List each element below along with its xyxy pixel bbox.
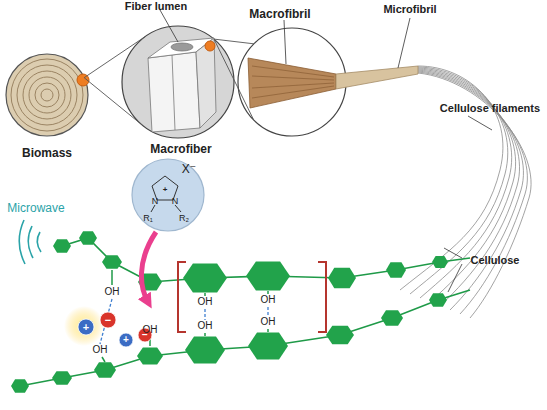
glucose-ring	[381, 310, 403, 325]
leader-line	[444, 248, 462, 258]
hydroxyl-group: OH	[261, 317, 276, 327]
hydrogen-bond	[267, 307, 268, 316]
charge-sign: +	[123, 335, 129, 345]
node-outline	[121, 25, 235, 139]
zoom-line	[84, 78, 143, 126]
leader-line	[398, 18, 410, 68]
glucose-ring	[328, 268, 356, 288]
glucose-ring	[53, 239, 71, 253]
hydroxyl-group: OH	[198, 297, 213, 307]
biomass-circle: Biomass	[5, 53, 89, 137]
node-outline	[5, 53, 89, 137]
part-label: Cellulose	[471, 255, 520, 266]
attack-arrow	[141, 232, 156, 302]
glucose-ring	[429, 293, 447, 307]
glucose-ring	[183, 264, 227, 293]
process-label: Microwave	[7, 202, 64, 214]
hydroxyl-group: OH	[105, 287, 120, 297]
hydrogen-bond	[100, 299, 112, 344]
microwave-wave	[19, 220, 25, 264]
hydroxyl-bond	[102, 270, 268, 362]
charge-sign: +	[83, 322, 89, 333]
node-text: R₂	[179, 214, 189, 223]
glucose-ring	[137, 348, 163, 365]
microwave-glow	[64, 306, 104, 346]
node-text: Macrofibril	[249, 8, 310, 20]
repeat-bracket	[318, 262, 326, 332]
glucose-ring	[79, 231, 97, 245]
node-text: X⁻	[182, 163, 196, 175]
glucose-ring	[185, 336, 225, 363]
node-text: R₁	[143, 214, 153, 223]
glucose-ring	[52, 371, 72, 385]
repeat-bracket	[178, 262, 186, 332]
hydroxyl-bond	[149, 337, 151, 346]
glucose-ring	[102, 255, 122, 269]
fibril-cone	[336, 66, 418, 89]
microwave-wave	[37, 232, 41, 252]
node-text: N	[172, 197, 179, 206]
hydroxyl-bond	[111, 270, 113, 285]
hydroxyl-bond	[102, 357, 105, 362]
node-outline	[132, 159, 204, 231]
hydroxyl-bond	[267, 329, 269, 332]
ion-charge	[78, 312, 152, 347]
node-outline	[237, 27, 347, 137]
part-label: Microfibril	[383, 4, 436, 15]
glucose-ring	[386, 262, 406, 277]
charge-sign: +	[163, 186, 168, 194]
hydroxyl-bond	[204, 293, 206, 296]
ion-charge	[119, 333, 133, 347]
glucose-ring	[138, 274, 162, 291]
ion-charge	[78, 319, 94, 335]
hydroxyl-group: OH	[261, 295, 276, 305]
hydrogen-bond	[204, 309, 205, 320]
node-text: N	[152, 197, 159, 206]
node-outline	[122, 26, 234, 138]
hydrogen-bond	[100, 299, 268, 344]
glucose-ring	[11, 231, 448, 393]
glucose-ring	[94, 362, 116, 377]
node-text: Biomass	[22, 147, 72, 159]
glucose-ring	[246, 262, 290, 291]
ionic-liquid-circle: N N R₁ R₂ X⁻	[131, 158, 205, 232]
hydroxyl-bond	[204, 333, 206, 336]
ion-charge	[100, 312, 116, 328]
glycosidic-chain	[62, 238, 470, 282]
hydroxyl-bond	[267, 291, 269, 294]
zoom-line	[214, 39, 254, 44]
part-label: Cellulose filaments	[440, 103, 540, 114]
macrofiber-circle: Macrofiber	[121, 25, 235, 139]
glycosidic-chain	[20, 290, 470, 386]
repeat-bracket	[178, 262, 326, 332]
glucose-ring	[248, 332, 288, 359]
node-outline	[6, 54, 88, 136]
node-text: Macrofiber	[150, 143, 211, 155]
hydroxyl-group: OH	[93, 345, 108, 355]
part-label: Fiber lumen	[125, 1, 187, 12]
zoom-line	[214, 39, 254, 120]
leader-line	[448, 264, 462, 292]
microwave-wave	[19, 220, 41, 264]
macrofibril-circle: Macrofibril	[237, 27, 347, 137]
microwave-wave	[28, 226, 33, 258]
zoom-line	[84, 36, 146, 78]
charge-sign: −	[105, 315, 111, 326]
node-outline	[238, 28, 346, 136]
glycosidic-chain	[20, 238, 470, 386]
leader-line	[468, 116, 492, 130]
glucose-ring	[432, 256, 448, 268]
hydroxyl-group: OH	[198, 321, 213, 331]
glucose-ring	[326, 326, 354, 345]
hydroxyl-group: OH	[143, 325, 158, 335]
glucose-ring	[11, 379, 29, 393]
